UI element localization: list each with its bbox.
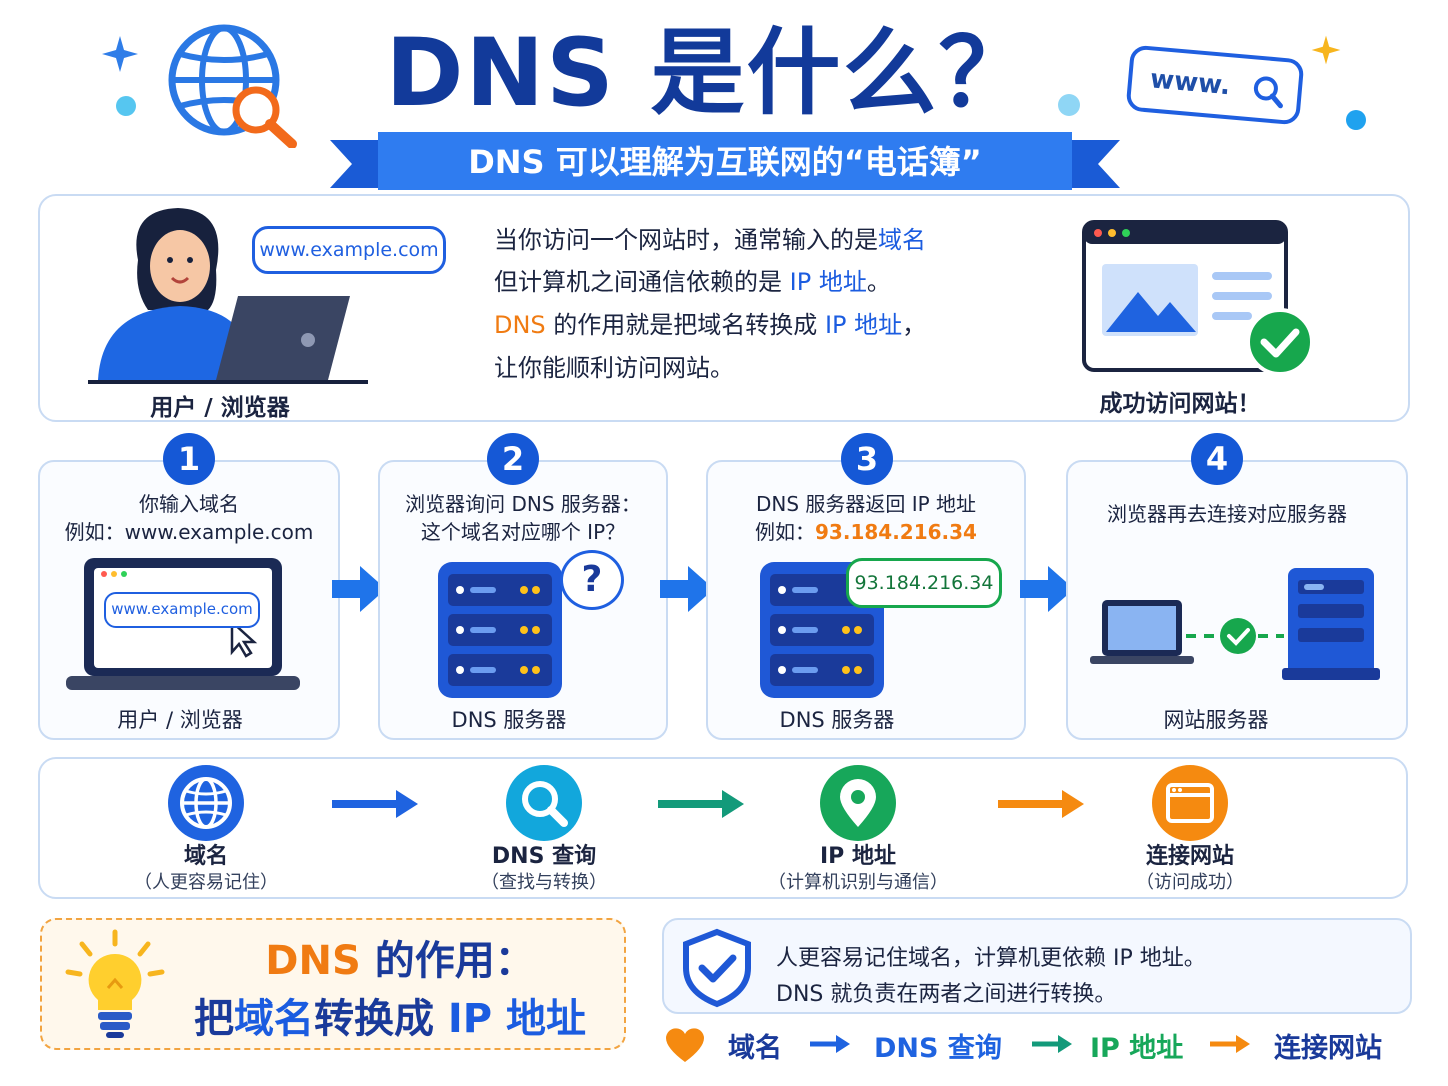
globe-search-icon xyxy=(168,24,297,148)
intro-line-1: 当你访问一个网站时，通常输入的是域名 xyxy=(494,226,926,254)
url-speech-bubble: www.example.com xyxy=(252,226,446,274)
user-caption: 用户 / 浏览器 xyxy=(150,395,290,421)
intro-line-4: 让你能顺利访问网站。 xyxy=(494,354,734,382)
globe-icon xyxy=(180,777,232,829)
chain-connect: 连接网站 xyxy=(1274,1033,1382,1064)
intro-line-2: 但计算机之间通信依赖的是 IP 地址。 xyxy=(494,268,891,296)
chain-ip: IP 地址 xyxy=(1090,1033,1184,1064)
url-search-box: www. xyxy=(1125,44,1305,126)
flow-globe-circle xyxy=(168,765,244,841)
success-caption: 成功访问网站！ xyxy=(1099,391,1261,417)
subtitle-ribbon xyxy=(330,132,1120,190)
flow-sub-dns-query: （查找与转换） xyxy=(481,872,607,893)
step-1-caption: 用户 / 浏览器 xyxy=(117,708,243,732)
flow-pin-circle xyxy=(820,765,896,841)
step-2-caption: DNS 服务器 xyxy=(451,708,567,732)
step-4-line-1: 浏览器再去连接对应服务器 xyxy=(1107,502,1347,526)
magnifier-icon xyxy=(522,781,568,827)
shield-check-icon xyxy=(683,928,751,1008)
flow-arrow-icon xyxy=(998,790,1084,818)
arrow-right-icon xyxy=(332,566,386,612)
question-bubble: ? xyxy=(560,550,624,610)
sparkle-decoration-left xyxy=(102,36,138,72)
chain-arrow-icon xyxy=(1210,1035,1250,1053)
step-3-line-2: 例如：93.184.216.34 xyxy=(755,520,977,544)
step-number-3: 3 xyxy=(841,433,893,485)
flow-label-connect: 连接网站 xyxy=(1145,844,1234,869)
browser-window-icon xyxy=(1166,783,1214,823)
flow-sub-connect: （访问成功） xyxy=(1136,872,1244,893)
chain-domain: 域名 xyxy=(728,1033,782,1064)
step-number-1: 1 xyxy=(163,433,215,485)
dot-decoration xyxy=(116,96,136,116)
location-pin-icon xyxy=(840,779,876,827)
flow-label-ip: IP 地址 xyxy=(820,844,896,869)
dns-server-icon xyxy=(438,562,562,698)
browser-success-illustration xyxy=(1082,220,1314,376)
flow-arrow-icon xyxy=(658,790,744,818)
arrow-right-icon xyxy=(660,566,714,612)
step-4-caption: 网站服务器 xyxy=(1163,708,1269,732)
heart-icon xyxy=(666,1028,704,1062)
flow-arrow-icon xyxy=(332,790,418,818)
step-3-line-1: DNS 服务器返回 IP 地址 xyxy=(755,492,977,516)
note-box xyxy=(662,918,1412,1014)
subtitle: DNS 可以理解为互联网的“电话簿” xyxy=(468,143,982,181)
step-2-line-2: 这个域名对应哪个 IP？ xyxy=(420,520,626,544)
flow-sub-ip: （计算机识别与通信） xyxy=(768,872,948,893)
step-number-4: 4 xyxy=(1191,433,1243,485)
dot-decoration xyxy=(1346,110,1366,130)
flow-browser-circle xyxy=(1152,765,1228,841)
laptop-server-connected-icon xyxy=(1090,568,1380,680)
url-search-text: www. xyxy=(1148,64,1232,102)
intro-line-3: DNS 的作用就是把域名转换成 IP 地址， xyxy=(494,311,927,339)
tip-line-1: DNS 的作用： xyxy=(265,938,535,984)
question-mark: ? xyxy=(581,559,603,600)
note-line-2: DNS 就负责在两者之间进行转换。 xyxy=(776,982,1117,1007)
url-speech-text: www.example.com xyxy=(259,239,439,261)
step-1-url-field: www.example.com xyxy=(104,592,260,628)
step-number-2: 2 xyxy=(487,433,539,485)
page-title: DNS 是什么？ xyxy=(385,19,1035,128)
ip-response-bubble: 93.184.216.34 xyxy=(846,558,1002,608)
ip-response-text: 93.184.216.34 xyxy=(854,572,994,594)
dot-decoration xyxy=(1058,94,1080,116)
step-2-line-1: 浏览器询问 DNS 服务器： xyxy=(405,492,641,516)
flow-label-dns-query: DNS 查询 xyxy=(491,844,597,869)
sparkle-decoration-right xyxy=(1311,35,1341,65)
search-icon xyxy=(1253,76,1283,109)
arrow-right-icon xyxy=(1020,566,1074,612)
lightbulb-icon xyxy=(65,929,165,1038)
chain-dns-query: DNS 查询 xyxy=(874,1033,1002,1064)
chain-arrow-icon xyxy=(810,1035,850,1053)
flow-label-domain: 域名 xyxy=(183,844,228,869)
chain-arrow-icon xyxy=(1032,1035,1072,1053)
flow-search-circle xyxy=(506,765,582,841)
note-line-1: 人更容易记住域名，计算机更依赖 IP 地址。 xyxy=(776,946,1206,971)
tip-line-2: 把域名转换成 IP 地址 xyxy=(193,996,587,1042)
step-1-line-1: 你输入域名 xyxy=(139,492,239,516)
step-3-caption: DNS 服务器 xyxy=(779,708,895,732)
flow-sub-domain: （人更容易记住） xyxy=(134,872,278,893)
user-with-laptop-illustration xyxy=(88,208,368,384)
step-1-line-2: 例如：www.example.com xyxy=(64,520,314,544)
step-1-url-text: www.example.com xyxy=(111,600,253,618)
